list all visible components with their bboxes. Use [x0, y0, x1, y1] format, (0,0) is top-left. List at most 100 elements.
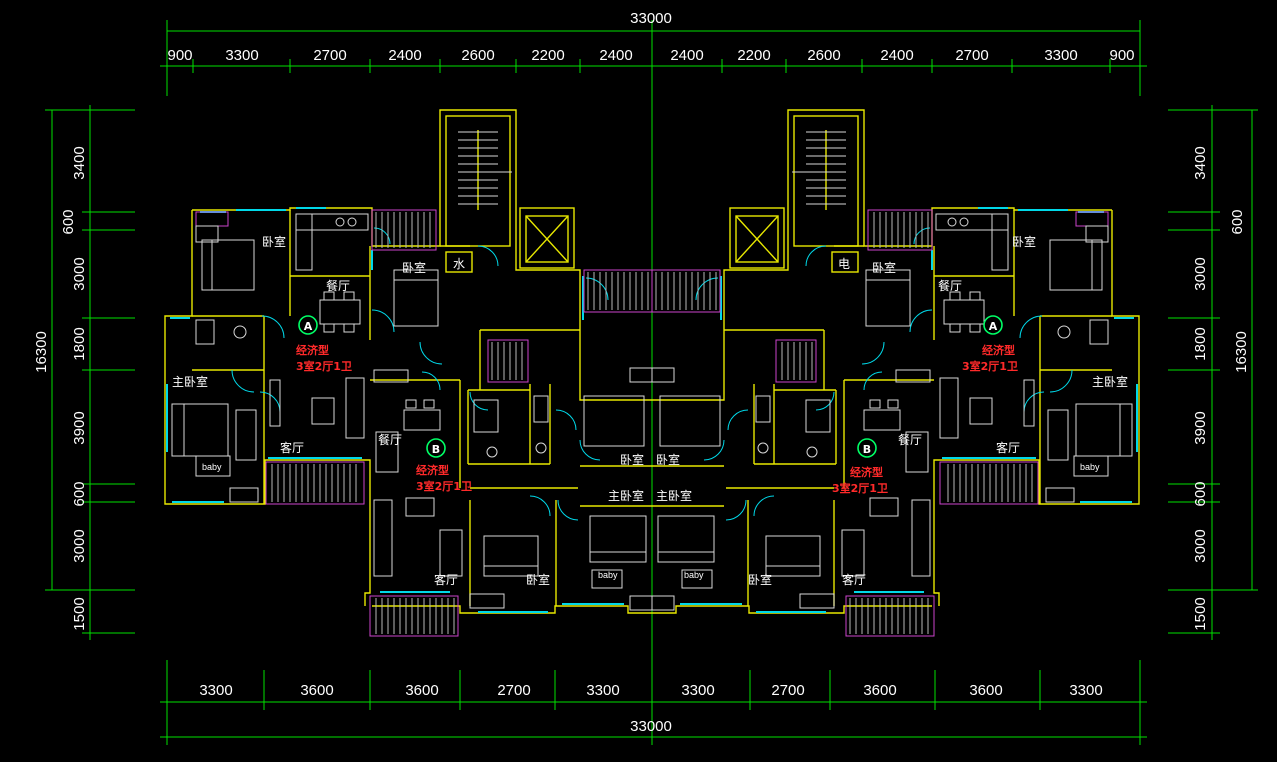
walls [164, 109, 652, 614]
building-left-half [164, 109, 653, 637]
unit-b-type-left: 经济型 [416, 463, 449, 477]
unit-marker-a-right: A [983, 315, 1003, 335]
balcony-hatch [271, 212, 649, 634]
label-living-b-r: 客厅 [842, 572, 866, 587]
dim-left-6: 600 [71, 481, 88, 506]
dim-left-4: 1800 [71, 327, 88, 360]
room-labels-right: 卧室 餐厅 卧室 电 主卧室 客厅 餐厅 卧室 主卧室 客厅 卧室 baby b… [656, 234, 1128, 587]
marker-a-letter-right: A [989, 320, 998, 333]
dim-bottom-8: 3600 [863, 682, 896, 699]
dim-top-total: 33000 [630, 10, 672, 27]
dim-top-14: 900 [1109, 47, 1134, 64]
dim-right-2: 600 [1229, 209, 1246, 234]
dim-top-5: 2600 [461, 47, 494, 64]
label-bedroom-b-mid: 卧室 [620, 452, 644, 467]
dim-bottom-segments: 3300 3600 3600 2700 3300 3300 2700 3600 … [199, 682, 1102, 699]
stair-treads [458, 131, 512, 205]
label-bedroom-b-mid-r: 卧室 [656, 452, 680, 467]
unit-marker-b-left: B [426, 438, 446, 458]
dim-left: 16300 3400 600 3000 1800 3900 600 3000 1… [33, 146, 88, 630]
unit-b-layout-right: 3室2厅1卫 [832, 481, 888, 495]
dim-bottom-2: 3600 [300, 682, 333, 699]
label-bedroom-a-top: 卧室 [262, 234, 286, 249]
label-living-a-r: 客厅 [996, 440, 1020, 455]
label-bedroom-b-bottom-r: 卧室 [748, 572, 772, 587]
dim-top-1: 900 [167, 47, 192, 64]
label-bedroom-a-mid: 卧室 [402, 260, 426, 275]
dim-top-9: 2200 [737, 47, 770, 64]
dim-bottom-5: 3300 [586, 682, 619, 699]
dim-left-2: 600 [60, 209, 77, 234]
dim-top-12: 2700 [955, 47, 988, 64]
label-bedroom-a-mid-r: 卧室 [872, 260, 896, 275]
dim-top-10: 2600 [807, 47, 840, 64]
label-bedroom-a-top-r: 卧室 [1012, 234, 1036, 249]
dim-top-segments: 900 3300 2700 2400 2600 2200 2400 2400 2… [167, 47, 1134, 64]
dim-right: 16300 3400 600 3000 1800 3900 600 3000 1… [1192, 146, 1250, 630]
label-living-a: 客厅 [280, 440, 304, 455]
dim-bottom-total: 33000 [630, 718, 672, 735]
label-bedroom-b-bottom: 卧室 [526, 572, 550, 587]
dim-top-2: 3300 [225, 47, 258, 64]
unit-b-type-right: 经济型 [850, 465, 883, 479]
label-master-b-r: 主卧室 [656, 488, 692, 503]
dim-left-total: 16300 [33, 331, 50, 373]
label-dining-b-r: 餐厅 [898, 432, 922, 447]
dim-top-3: 2700 [313, 47, 346, 64]
dim-left-7: 3000 [71, 529, 88, 562]
dim-right-4: 1800 [1192, 327, 1209, 360]
unit-a-layout-left: 3室2厅1卫 [296, 359, 352, 373]
dim-top-7: 2400 [599, 47, 632, 64]
dim-bottom-3: 3600 [405, 682, 438, 699]
dim-bottom-6: 3300 [681, 682, 714, 699]
dim-bottom-10: 3300 [1069, 682, 1102, 699]
dim-right-7: 3000 [1192, 529, 1209, 562]
label-dining-a: 餐厅 [326, 278, 350, 293]
label-master-a: 主卧室 [172, 374, 208, 389]
label-living-b: 客厅 [434, 572, 458, 587]
unit-marker-a-left: A [298, 315, 318, 335]
label-master-a-r: 主卧室 [1092, 374, 1128, 389]
unit-a-layout-right: 3室2厅1卫 [962, 359, 1018, 373]
dim-top-8: 2400 [670, 47, 703, 64]
dim-right-8: 1500 [1192, 597, 1209, 630]
room-labels-left: 卧室 餐厅 卧室 水 主卧室 客厅 餐厅 卧室 主卧室 客厅 卧室 baby b… [172, 234, 644, 587]
dim-left-5: 3900 [71, 411, 88, 444]
label-baby-b: baby [598, 570, 618, 580]
dim-bottom-1: 3300 [199, 682, 232, 699]
dim-left-8: 1500 [71, 597, 88, 630]
marker-b-letter-left: B [432, 443, 440, 456]
furniture [171, 213, 653, 611]
unit-a-type-left: 经济型 [296, 343, 329, 357]
label-dining-b: 餐厅 [378, 432, 402, 447]
dim-right-6: 600 [1192, 481, 1209, 506]
label-baby-b-r: baby [684, 570, 704, 580]
dim-left-3: 3000 [71, 257, 88, 290]
label-master-b: 主卧室 [608, 488, 644, 503]
dim-top-11: 2400 [880, 47, 913, 64]
dim-right-total: 16300 [1233, 331, 1250, 373]
marker-b-letter-right: B [863, 443, 871, 456]
label-baby-a: baby [202, 462, 222, 472]
label-baby-a-r: baby [1080, 462, 1100, 472]
label-water-room: 水 [453, 257, 465, 271]
dim-bottom-9: 3600 [969, 682, 1002, 699]
dim-right-3: 3000 [1192, 257, 1209, 290]
dim-top-6: 2200 [531, 47, 564, 64]
dimension-lines [45, 20, 1258, 745]
label-electric-room: 电 [838, 257, 850, 271]
marker-a-letter-left: A [304, 320, 313, 333]
label-dining-a-r: 餐厅 [938, 278, 962, 293]
dim-right-5: 3900 [1192, 411, 1209, 444]
dim-bottom-4: 2700 [497, 682, 530, 699]
dim-left-1: 3400 [71, 146, 88, 179]
unit-b-layout-left: 3室2厅1卫 [416, 479, 472, 493]
dim-right-1: 3400 [1192, 146, 1209, 179]
unit-a-type-right: 经济型 [982, 343, 1015, 357]
unit-marker-b-right: B [857, 438, 877, 458]
elevator-shaft [525, 215, 569, 263]
dim-bottom-7: 2700 [771, 682, 804, 699]
dim-top-13: 3300 [1044, 47, 1077, 64]
dim-top-4: 2400 [388, 47, 421, 64]
